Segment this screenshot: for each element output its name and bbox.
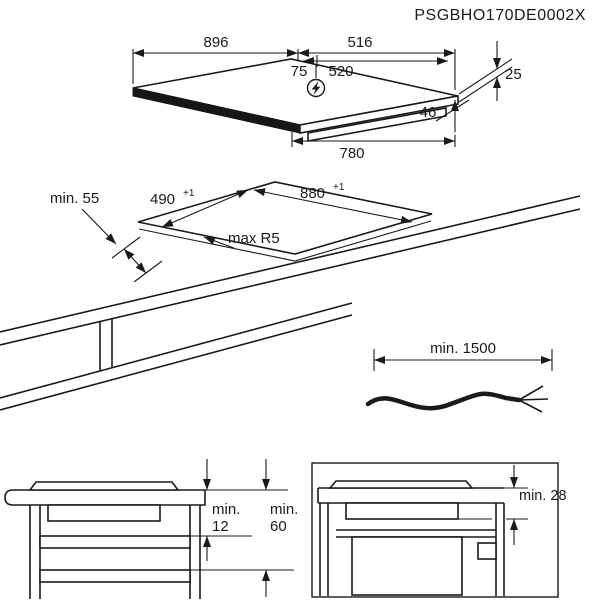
worktop-edge-lines bbox=[0, 195, 581, 411]
dim-490-line bbox=[161, 189, 249, 228]
mains-cable bbox=[365, 391, 522, 411]
dim-connection-distance: 520 bbox=[328, 63, 353, 80]
dim-connection-offset: 75 bbox=[291, 63, 308, 80]
dim-hob-depth: 516 bbox=[347, 34, 372, 51]
dim-cutout-depth: 490 bbox=[150, 191, 175, 208]
drawer-front-lower bbox=[39, 569, 191, 583]
dim-front-clearance: min. 55 bbox=[50, 190, 99, 207]
dim-min28-lines bbox=[458, 465, 528, 545]
hob-glass-section bbox=[328, 480, 474, 489]
dim-880-line bbox=[253, 188, 413, 224]
hob-box-section bbox=[47, 504, 161, 522]
model-number: PSGBHO170DE0002X bbox=[414, 7, 586, 24]
clearance-large-prefix: min. bbox=[270, 501, 298, 518]
dim-edge-thickness: 25 bbox=[505, 66, 522, 83]
drawer-clearance-section: min. 12 min. 60 bbox=[4, 459, 298, 599]
dim-cutout-width: 880 bbox=[300, 185, 325, 202]
hob-box-section bbox=[345, 502, 459, 520]
dim-cable-length: min. 1500 bbox=[430, 340, 496, 357]
dim-body-height: 46 bbox=[420, 104, 437, 121]
clearance-small-prefix: min. bbox=[212, 501, 240, 518]
oven-junction-box bbox=[477, 542, 497, 560]
dim-896-516-lines bbox=[132, 49, 456, 90]
dim-46-lines bbox=[435, 99, 470, 132]
dim-780-lines bbox=[291, 132, 456, 147]
dim-cutout-depth-tolerance: +1 bbox=[183, 188, 195, 199]
cable-length-view: min. 1500 bbox=[365, 340, 553, 413]
clearance-large-value: 60 bbox=[270, 518, 287, 535]
dim-body-width: 780 bbox=[339, 145, 364, 162]
worktop-section bbox=[4, 489, 206, 506]
dim-1500-lines bbox=[373, 349, 553, 371]
dim-connection-lines bbox=[303, 55, 448, 78]
dim-hob-width: 896 bbox=[203, 34, 228, 51]
power-connection-icon bbox=[306, 78, 326, 98]
corner-radius-note: max R5 bbox=[228, 230, 280, 247]
section-frame bbox=[311, 462, 559, 598]
dim-25-lines bbox=[458, 41, 513, 103]
worktop-section-lines bbox=[317, 487, 504, 504]
cutout-inner-face bbox=[138, 220, 432, 262]
corner-radius-leader bbox=[203, 236, 235, 249]
lightning-bolt-icon bbox=[311, 81, 321, 95]
clearance-small-value: 12 bbox=[212, 518, 229, 535]
cable-stripped-end bbox=[518, 385, 549, 413]
worktop-cutout-view: 490 +1 880 +1 max R5 min. 55 bbox=[0, 181, 581, 411]
dim-cutout-width-tolerance: +1 bbox=[333, 182, 345, 193]
hob-glass-section bbox=[28, 481, 180, 491]
hob-isometric-view: 896 516 75 520 25 46 bbox=[132, 34, 522, 162]
cabinet-walls bbox=[29, 505, 201, 599]
oven-clearance-section: min. 28 bbox=[311, 462, 567, 598]
oven-outline bbox=[336, 529, 497, 596]
dim-min12-min60-lines bbox=[190, 459, 294, 597]
dim-min55-lines bbox=[81, 208, 163, 283]
drawer-front-upper bbox=[39, 535, 191, 549]
oven-clearance: min. 28 bbox=[519, 488, 567, 504]
